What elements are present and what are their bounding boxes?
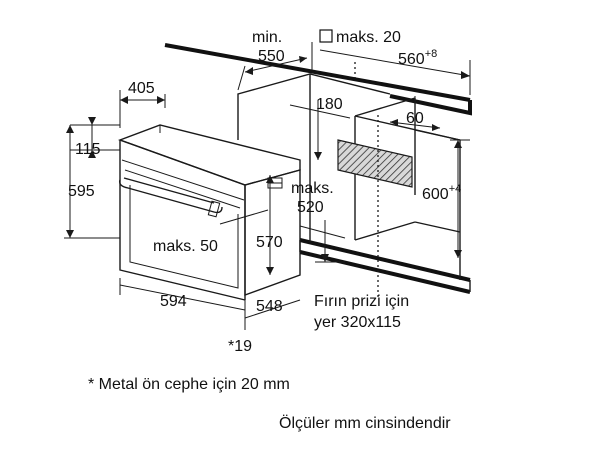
label-60: 60 bbox=[406, 110, 424, 127]
footnote: * Metal ön cephe için 20 mm bbox=[88, 376, 290, 393]
label-570: 570 bbox=[256, 234, 283, 251]
label-19: *19 bbox=[228, 338, 252, 355]
label-520: 520 bbox=[297, 199, 324, 216]
square-icon bbox=[319, 29, 333, 43]
label-min: min. bbox=[252, 29, 282, 46]
label-socket-line2: yer 320x115 bbox=[314, 314, 401, 331]
label-550: 550 bbox=[258, 48, 285, 65]
oven-handle bbox=[118, 177, 223, 218]
label-548: 548 bbox=[256, 298, 283, 315]
label-socket-line1: Fırın prizi için bbox=[314, 293, 409, 310]
label-560: 560+8 bbox=[398, 48, 437, 68]
arrowheads bbox=[66, 56, 470, 275]
cabinet-outline bbox=[164, 43, 472, 294]
socket-hatched-area bbox=[337, 139, 413, 188]
label-maks20: maks. 20 bbox=[336, 29, 401, 46]
label-594: 594 bbox=[160, 293, 187, 310]
label-595: 595 bbox=[68, 183, 95, 200]
label-180: 180 bbox=[316, 96, 343, 113]
oven-body bbox=[117, 124, 301, 301]
label-115: 115 bbox=[75, 141, 101, 158]
label-405: 405 bbox=[128, 80, 155, 97]
label-maks50: maks. 50 bbox=[153, 238, 218, 255]
label-600: 600+4 bbox=[422, 183, 461, 203]
units-note: Ölçüler mm cinsindendir bbox=[279, 415, 451, 432]
label-maks: maks. bbox=[291, 180, 334, 197]
